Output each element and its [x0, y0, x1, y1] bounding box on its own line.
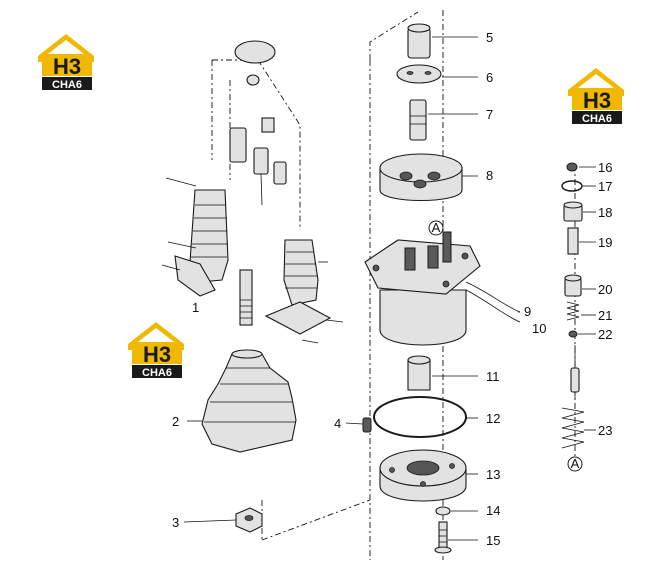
part-label-2: 2: [172, 414, 179, 429]
cam-plate-top: [379, 153, 463, 183]
cap-top: [234, 40, 276, 64]
handle-shaft: [239, 269, 253, 326]
spring-seat-top: [564, 274, 582, 282]
flange-bolt-hole: [372, 264, 380, 272]
logo-caption: CHA6: [582, 113, 612, 125]
flange-bolt-hole: [442, 280, 450, 288]
reference-marker-circle: [428, 220, 444, 236]
brand-logo-mark: H3 CHA6: [568, 68, 624, 125]
reference-marker-label: A: [432, 220, 441, 235]
flange-bolt-hole: [389, 467, 395, 473]
cam-plate-hole: [427, 171, 441, 181]
brand-logo: H3 CHA6: [122, 318, 192, 382]
disc-hole: [424, 71, 432, 75]
part-label-20: 20: [598, 282, 612, 297]
flange-bolt-hole: [420, 481, 426, 487]
brand-logo: H3 CHA6: [32, 30, 102, 94]
part-label-4: 4: [334, 416, 341, 431]
valve-body-assembly: [362, 23, 521, 554]
reference-marker-circle: [567, 456, 583, 472]
part-label-6: 6: [486, 70, 493, 85]
switch-bracket: [229, 127, 247, 163]
cap-knob: [246, 74, 260, 86]
part-label-18: 18: [598, 205, 612, 220]
part-label-7: 7: [486, 107, 493, 122]
brand-logo-mark: H3 CHA6: [128, 322, 184, 379]
flange-bolt-hole: [461, 252, 469, 260]
large-o-ring: [373, 396, 467, 438]
valve-body-flange: [364, 239, 481, 295]
part-label-14: 14: [486, 503, 500, 518]
part-label-19: 19: [598, 235, 612, 250]
small-o-ring: [561, 180, 583, 192]
part-label-13: 13: [486, 467, 500, 482]
part-label-15: 15: [486, 533, 500, 548]
switch-body-right: [273, 161, 287, 185]
leader-lines: [183, 36, 596, 541]
flange-bolt-hole: [449, 463, 455, 469]
brand-logo-mark: H3 CHA6: [38, 34, 94, 91]
switch-clip: [261, 117, 275, 133]
part-label-17: 17: [598, 179, 612, 194]
logo-letters: H3: [53, 54, 81, 79]
lock-nut-hole: [244, 515, 254, 521]
logo-caption: CHA6: [52, 79, 82, 91]
rubber-boot-top: [231, 349, 263, 359]
part-label-16: 16: [598, 160, 612, 175]
cam-plate-hole: [399, 171, 413, 181]
spool: [570, 367, 580, 393]
reference-marker-label: A: [571, 456, 580, 471]
part-label-23: 23: [598, 423, 612, 438]
part-label-21: 21: [598, 308, 612, 323]
mounting-flange-bore: [406, 460, 440, 476]
rubber-boot: [201, 353, 297, 453]
part-label-22: 22: [598, 327, 612, 342]
brand-logo: H3 CHA6: [562, 64, 632, 128]
switch-body: [253, 147, 269, 175]
valve-body-lower: [379, 289, 467, 346]
hex-bolt: [438, 521, 448, 549]
part-label-5: 5: [486, 30, 493, 45]
part-label-8: 8: [486, 168, 493, 183]
push-rod: [567, 227, 579, 255]
grip-right: [283, 239, 319, 306]
cam-plate-hole: [413, 179, 427, 189]
disc-hole: [406, 71, 414, 75]
sleeve-top: [407, 23, 431, 33]
valve-plunger: [442, 231, 452, 263]
logo-letters: H3: [583, 88, 611, 113]
valve-plunger: [404, 247, 416, 271]
valve-plunger: [427, 245, 439, 269]
part-labels: 5 6 7 8 9 10 11 12 13 14 15 4 1 2 3 16 1…: [172, 30, 612, 548]
part-label-9: 9: [524, 304, 531, 319]
part-label-11: 11: [486, 369, 500, 384]
retainer-washer: [568, 330, 578, 338]
dowel-pin: [362, 417, 372, 433]
plug-top: [563, 201, 583, 209]
spacer-tube-top: [407, 355, 431, 365]
grip-right-base: [264, 301, 332, 335]
grip-left-base: [174, 255, 216, 297]
part-label-3: 3: [172, 515, 179, 530]
small-nut: [566, 162, 578, 172]
disc-plate: [396, 64, 442, 84]
logo-letters: H3: [143, 342, 171, 367]
grip-ribs: [191, 204, 228, 258]
logo-caption: CHA6: [142, 367, 172, 379]
part-label-10: 10: [532, 321, 546, 336]
washer: [435, 506, 451, 516]
handle-assembly: [161, 40, 344, 533]
part-label-1: 1: [192, 300, 199, 315]
valve-internals: A: [561, 162, 585, 472]
hex-bolt-head: [434, 546, 452, 554]
part-label-12: 12: [486, 411, 500, 426]
universal-joint: [409, 99, 427, 141]
